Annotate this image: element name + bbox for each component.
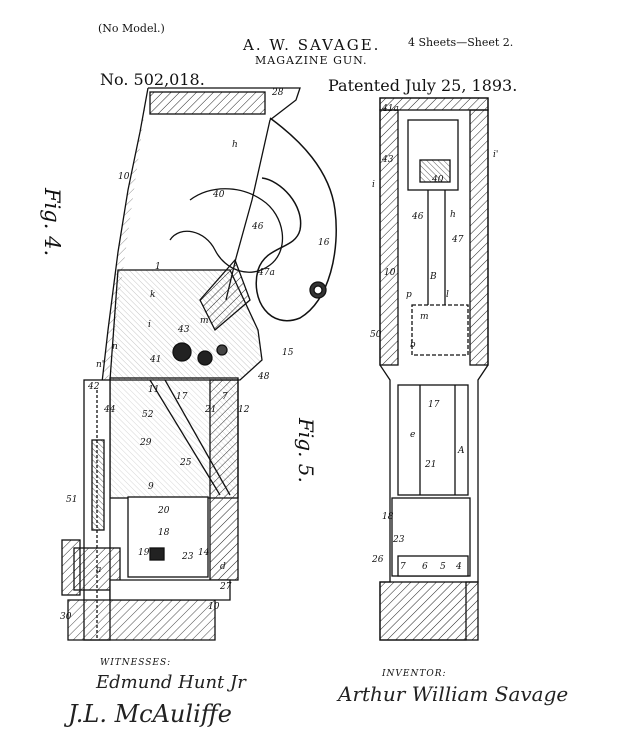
witness-signature-2: J.L. McAuliffe: [68, 700, 232, 728]
ref-numeral: h: [232, 140, 238, 150]
no-model-note: (No Model.): [98, 22, 165, 35]
ref-numeral: 17: [428, 400, 440, 410]
patent-date: Patented July 25, 1893.: [328, 76, 518, 95]
ref-numeral: b: [410, 340, 416, 350]
witnesses-label: WITNESSES:: [100, 658, 172, 668]
ref-numeral: 18: [382, 512, 394, 522]
ref-numeral: 27: [220, 582, 232, 592]
ref-numeral: 30: [60, 612, 72, 622]
patent-number: No. 502,018.: [100, 70, 205, 89]
ref-numeral: m: [420, 312, 429, 322]
ref-numeral: 6: [422, 562, 428, 572]
ref-numeral: 10: [118, 172, 130, 182]
ref-numeral: 20: [158, 506, 170, 516]
ref-numeral: 28: [272, 88, 284, 98]
ref-numeral: 48: [258, 372, 270, 382]
ref-numeral: 51: [66, 495, 78, 505]
ref-numeral: 23: [182, 552, 194, 562]
ref-numeral: 15: [282, 348, 294, 358]
ref-numeral: 26: [372, 555, 384, 565]
ref-numeral: B: [430, 272, 437, 282]
witness-signature-1: Edmund Hunt Jr: [96, 672, 246, 693]
ref-numeral: 1: [155, 262, 161, 272]
ref-numeral: 25: [180, 458, 192, 468]
ref-numeral: 47: [452, 235, 464, 245]
ref-numeral: d: [220, 562, 226, 572]
ref-numeral: 43: [382, 155, 394, 165]
figure-4-label: Fig. 4.: [40, 188, 64, 257]
inventor-name-header: A. W. SAVAGE.: [243, 36, 381, 54]
ref-numeral: 4: [456, 562, 462, 572]
ref-numeral: 10: [384, 268, 396, 278]
ref-numeral: 7: [222, 392, 228, 402]
ref-numeral: 42: [88, 382, 100, 392]
ref-numeral: 40: [213, 190, 225, 200]
ref-numeral: 11: [148, 385, 160, 395]
ref-numeral: 14: [198, 548, 210, 558]
patent-title: MAGAZINE GUN.: [255, 54, 368, 67]
ref-numeral: 52: [142, 410, 154, 420]
figure-5-drawing: [379, 97, 489, 641]
figure-5-label: Fig. 5.: [294, 418, 318, 483]
ref-numeral: 44: [104, 405, 116, 415]
ref-numeral: 18: [158, 528, 170, 538]
ref-numeral: 7: [400, 562, 406, 572]
ref-numeral: 50: [370, 330, 382, 340]
ref-numeral: 41a: [382, 104, 399, 114]
sheet-indicator: 4 Sheets—Sheet 2.: [408, 36, 514, 49]
ref-numeral: h: [450, 210, 456, 220]
ref-numeral: m: [200, 316, 209, 326]
ref-numeral: 21: [205, 405, 217, 415]
ref-numeral: l: [446, 290, 449, 300]
ref-numeral: 9: [148, 482, 154, 492]
ref-numeral: 46: [252, 222, 264, 232]
ref-numeral: p: [406, 290, 412, 300]
ref-numeral: i: [372, 180, 375, 190]
ref-numeral: 23: [393, 535, 405, 545]
ref-numeral: 29: [140, 438, 152, 448]
ref-numeral: 21: [425, 460, 437, 470]
ref-numeral: 47a: [258, 268, 275, 278]
inventor-label: INVENTOR:: [382, 669, 447, 679]
ref-numeral: 41: [150, 355, 162, 365]
ref-numeral: 17: [176, 392, 188, 402]
ref-numeral: k: [150, 290, 156, 300]
ref-numeral: 10: [208, 602, 220, 612]
ref-numeral: 40: [432, 175, 444, 185]
ref-numeral: A: [458, 446, 465, 456]
ref-numeral: 12: [238, 405, 250, 415]
figure-4-drawing: [61, 87, 337, 641]
ref-numeral: 16: [318, 238, 330, 248]
ref-numeral: n: [112, 342, 118, 352]
inventor-signature: Arthur William Savage: [338, 682, 569, 706]
ref-numeral: 43: [178, 325, 190, 335]
ref-numeral: 46: [412, 212, 424, 222]
ref-numeral: 19: [138, 548, 150, 558]
ref-numeral: i: [148, 320, 151, 330]
ref-numeral: n': [96, 360, 105, 370]
ref-numeral: a: [96, 565, 102, 575]
ref-numeral: i': [493, 150, 499, 160]
ref-numeral: 5: [440, 562, 446, 572]
ref-numeral: e: [410, 430, 416, 440]
